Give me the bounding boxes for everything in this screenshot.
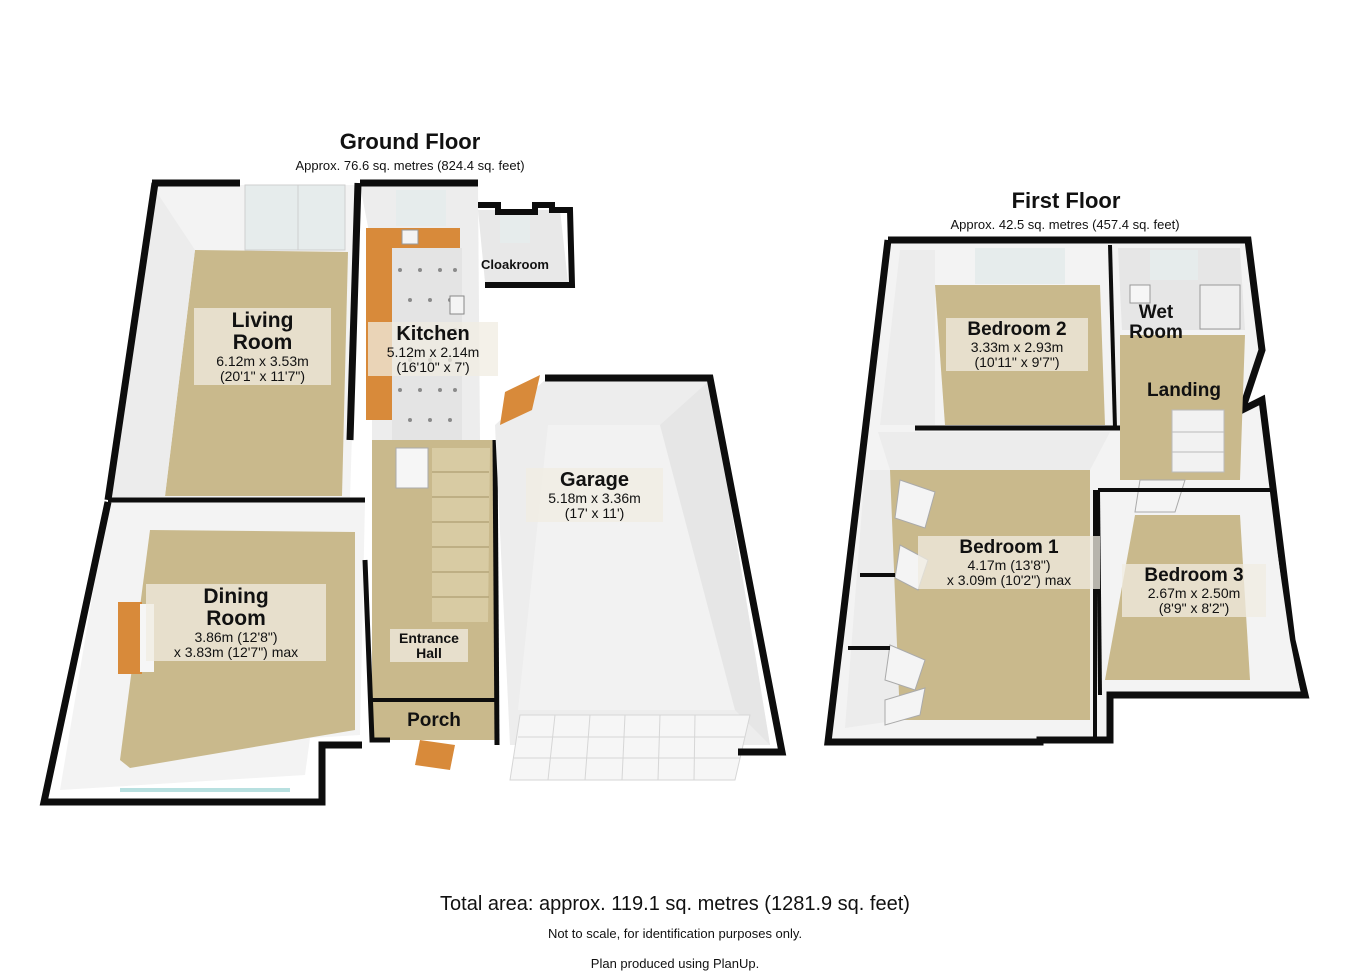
cloakroom-label: Cloakroom — [470, 258, 560, 272]
porch-name: Porch — [407, 710, 461, 731]
dining-room-name-1: Dining — [203, 585, 269, 608]
wet-room-label: Wet Room — [1118, 303, 1194, 343]
ground-floor-area: Approx. 76.6 sq. metres (824.4 sq. feet) — [295, 158, 525, 173]
bedroom-1-shape — [845, 432, 1110, 742]
bedroom-2-label: Bedroom 2 3.33m x 2.93m (10'11" x 9'7") — [946, 318, 1088, 372]
entrance-hall-name-1: Entrance — [399, 630, 459, 646]
dining-room-name-2: Room — [206, 607, 266, 631]
kitchen-label: Kitchen 5.12m x 2.14m (16'10" x 7') — [368, 322, 498, 377]
ground-floor-title: Ground Floor — [339, 129, 481, 154]
landing-label: Landing — [1132, 381, 1236, 401]
kitchen-dim-1: 5.12m x 2.14m — [386, 344, 480, 360]
wet-room-name-1: Wet — [1138, 302, 1174, 323]
plan-credit: Plan produced using PlanUp. — [590, 956, 760, 971]
garage-dim-1: 5.18m x 3.36m — [548, 490, 641, 506]
entrance-hall-label: Entrance Hall — [390, 629, 468, 663]
living-room-name-2: Room — [232, 331, 293, 355]
first-floor-title: First Floor — [1011, 188, 1121, 213]
wet-room-shape — [1118, 248, 1245, 330]
garage-name: Garage — [560, 469, 629, 491]
living-room-name-1: Living — [231, 309, 294, 332]
kitchen-dim-2: (16'10" x 7') — [396, 358, 470, 375]
wet-room-name-2: Room — [1129, 321, 1183, 343]
bedroom-1-label: Bedroom 1 4.17m (13'8") x 3.09m (10'2") … — [918, 536, 1100, 590]
cloakroom-shape — [478, 202, 576, 288]
bedroom-3-dim-2: (8'9" x 8'2") — [1158, 599, 1230, 616]
first-floor-area: Approx. 42.5 sq. metres (457.4 sq. feet) — [950, 217, 1180, 232]
bedroom-1-name: Bedroom 1 — [959, 537, 1059, 558]
bedroom-3-label: Bedroom 3 2.67m x 2.50m (8'9" x 8'2") — [1122, 564, 1266, 618]
garage-dim-2: (17' x 11') — [564, 504, 625, 521]
living-room-label: Living Room 6.12m x 3.53m (20'1" x 11'7"… — [194, 308, 331, 386]
bedroom-2-dim-2: (10'11" x 9'7") — [974, 353, 1060, 370]
bedroom-1-dim-1: 4.17m (13'8") — [967, 556, 1051, 573]
living-room-dim-2: (20'1" x 11'7") — [219, 367, 306, 384]
porch-label: Porch — [395, 711, 473, 731]
bedroom-2-name: Bedroom 2 — [967, 319, 1067, 340]
kitchen-shape — [346, 179, 480, 441]
garage-door-shape — [509, 714, 751, 781]
landing-shape — [1120, 335, 1245, 480]
total-area: Total area: approx. 119.1 sq. metres (12… — [440, 893, 910, 915]
dining-room-dim-1: 3.86m (12'8") — [194, 629, 278, 646]
bedroom-1-dim-2: x 3.09m (10'2") max — [946, 571, 1072, 588]
garage-label: Garage 5.18m x 3.36m (17' x 11') — [526, 468, 663, 523]
entrance-hall-name-2: Hall — [416, 644, 442, 661]
scale-note: Not to scale, for identification purpose… — [547, 926, 803, 941]
dining-room-label: Dining Room 3.86m (12'8") x 3.83m (12'7"… — [146, 584, 326, 662]
garage-shape — [495, 374, 787, 781]
dining-room-dim-2: x 3.83m (12'7") max — [173, 643, 299, 660]
cloakroom-name: Cloakroom — [481, 257, 549, 272]
bedroom-3-name: Bedroom 3 — [1144, 565, 1244, 586]
landing-name: Landing — [1147, 380, 1221, 401]
bedroom-2-dim-1: 3.33m x 2.93m — [970, 338, 1064, 355]
bedroom-3-dim-1: 2.67m x 2.50m — [1147, 584, 1241, 601]
kitchen-name: Kitchen — [396, 323, 470, 345]
living-room-dim-1: 6.12m x 3.53m — [216, 353, 309, 370]
